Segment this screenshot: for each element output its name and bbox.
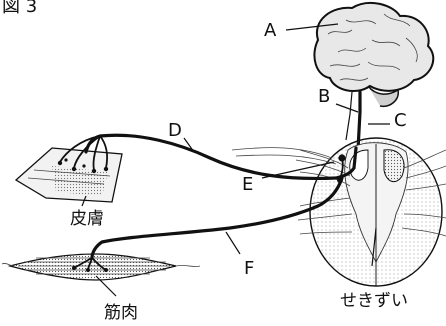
spinal-nerve-path-outer	[346, 92, 352, 140]
caption-skin: 皮膚	[70, 209, 104, 229]
caption-muscle: 筋肉	[104, 303, 138, 323]
spinal-cord-icon	[232, 138, 446, 286]
label-b: B	[318, 86, 330, 107]
caption-spinal-cord: せきずい	[340, 291, 408, 311]
label-d: D	[168, 120, 182, 141]
nerve-f-motor	[92, 178, 342, 258]
nerve-d-sensory	[86, 135, 356, 178]
leader-b	[336, 104, 358, 112]
skin-icon	[16, 148, 122, 202]
figure-number: 図 3	[2, 0, 37, 17]
brain-icon	[314, 3, 433, 106]
label-e: E	[242, 174, 253, 195]
leader-f	[226, 232, 240, 254]
label-f: F	[244, 258, 254, 279]
label-a: A	[264, 20, 277, 41]
label-c: C	[394, 110, 407, 131]
